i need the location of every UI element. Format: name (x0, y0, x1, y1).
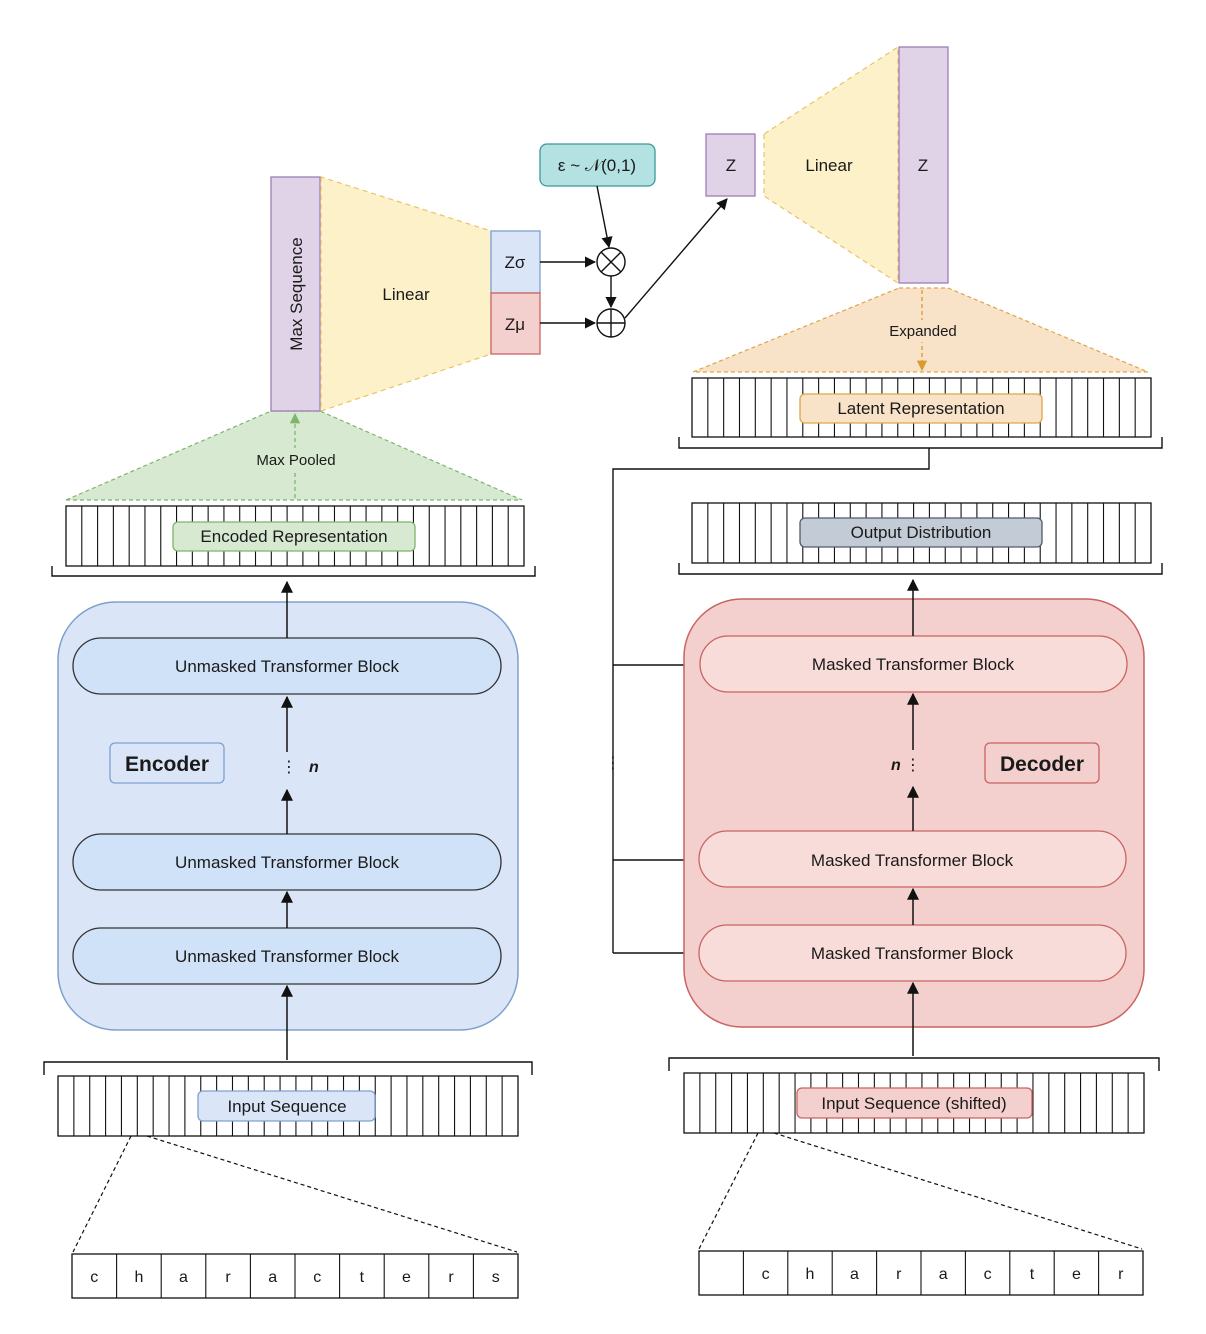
encoder-title-box (109, 742, 225, 784)
decoder-char-char: e (1072, 1266, 1081, 1283)
encoder-char-char: s (492, 1269, 500, 1286)
encoder-zoom-line-left (72, 1135, 132, 1253)
decoder-zoom-line-left (698, 1132, 759, 1250)
decoder-linear-trapezoid (763, 45, 899, 285)
encoder-block-mid-label: Unmasked Transformer Block (175, 853, 399, 872)
latent-label-box (799, 393, 1043, 424)
encoder-char-char: h (134, 1269, 143, 1286)
decoder-char-char: a (939, 1266, 948, 1283)
encoder-input-bracket (43, 1061, 533, 1075)
decoder-input-label-box (796, 1087, 1033, 1119)
decoder-title: Decoder (1000, 753, 1084, 776)
encoder-repeat-n: n (309, 759, 319, 776)
encoded-bracket (51, 566, 536, 577)
encoder-char-char: a (268, 1269, 277, 1286)
z-mu-box (490, 292, 541, 355)
decoder-char-char: a (850, 1266, 859, 1283)
decoder-title-box (984, 742, 1100, 784)
output-tape-frame (691, 502, 1152, 564)
encoder-block-bottom-label: Unmasked Transformer Block (175, 947, 399, 966)
z-large-bar (898, 46, 949, 284)
decoder-char-char: c (762, 1266, 770, 1283)
encoder-container (57, 601, 519, 1031)
latent-feed-line (612, 448, 930, 953)
latent-feed-dots: ⋮ (605, 755, 621, 772)
decoder-input-bracket (668, 1057, 1160, 1071)
decoder-char-char: t (1030, 1266, 1035, 1283)
encoder-input-label-box (197, 1090, 376, 1122)
encoder-char-char: r (225, 1269, 231, 1286)
output-tape (691, 502, 1152, 564)
encoder-zoom-line-right (146, 1135, 518, 1253)
encoder-repeat-dots: ⋮ (281, 759, 297, 776)
output-label-box (799, 517, 1043, 548)
decoder-block-mid-label: Masked Transformer Block (811, 851, 1014, 870)
decoder-repeat-n: n (891, 757, 901, 774)
encoder-linear-trapezoid (320, 176, 492, 412)
encoder-linear-label: Linear (382, 285, 430, 304)
decoder-block-bottom-label: Masked Transformer Block (811, 944, 1014, 963)
decoder-char-char: r (1118, 1266, 1124, 1283)
encoded-label: Encoded Representation (200, 527, 387, 546)
arrow-add-to-z (624, 198, 728, 319)
latent-bracket (678, 437, 1163, 449)
multiply-operator (596, 247, 626, 277)
latent-label: Latent Representation (837, 399, 1004, 418)
decoder-repeat-dots: ⋮ (905, 757, 921, 774)
max-sequence-label: Max Sequence (287, 237, 306, 350)
expanded-label-bg (881, 320, 965, 342)
decoder-input-label: Input Sequence (shifted) (821, 1094, 1006, 1113)
epsilon-label: ε ~ 𝒩(0,1) (558, 156, 636, 175)
encoder-char-char: c (313, 1269, 321, 1286)
max-sequence-bar (270, 176, 321, 412)
z-sigma-label: Zσ (505, 253, 526, 272)
decoder-char-char: h (806, 1266, 815, 1283)
encoder-char-char: a (179, 1269, 188, 1286)
decoder-block-top-label: Masked Transformer Block (812, 655, 1015, 674)
encoder-title: Encoder (125, 753, 209, 776)
encoder-char-char: c (90, 1269, 98, 1286)
encoded-label-box (172, 521, 416, 552)
arrow-epsilon-to-multiply (596, 185, 613, 249)
decoder-char-char: r (896, 1266, 902, 1283)
expanded-label: Expanded (889, 323, 957, 340)
output-bracket (678, 563, 1163, 575)
z-small-box (705, 133, 756, 197)
z-small-label: Z (726, 156, 736, 175)
add-operator (596, 308, 626, 338)
encoder-char-char: t (360, 1269, 365, 1286)
encoder-char-char: r (448, 1269, 454, 1286)
z-mu-label: Zμ (505, 315, 525, 334)
encoder-char-char: e (402, 1269, 411, 1286)
encoder-block-top-label: Unmasked Transformer Block (175, 657, 399, 676)
decoder-char-char: c (984, 1266, 992, 1283)
decoder-linear-label: Linear (805, 156, 853, 175)
decoder-zoom-line-right (773, 1132, 1143, 1250)
encoder-input-label: Input Sequence (227, 1097, 346, 1116)
max-pooled-label: Max Pooled (256, 452, 335, 469)
decoder-container (683, 598, 1145, 1028)
z-large-label: Z (918, 156, 928, 175)
max-pooled-label-bg (250, 448, 342, 470)
output-label: Output Distribution (851, 523, 992, 542)
